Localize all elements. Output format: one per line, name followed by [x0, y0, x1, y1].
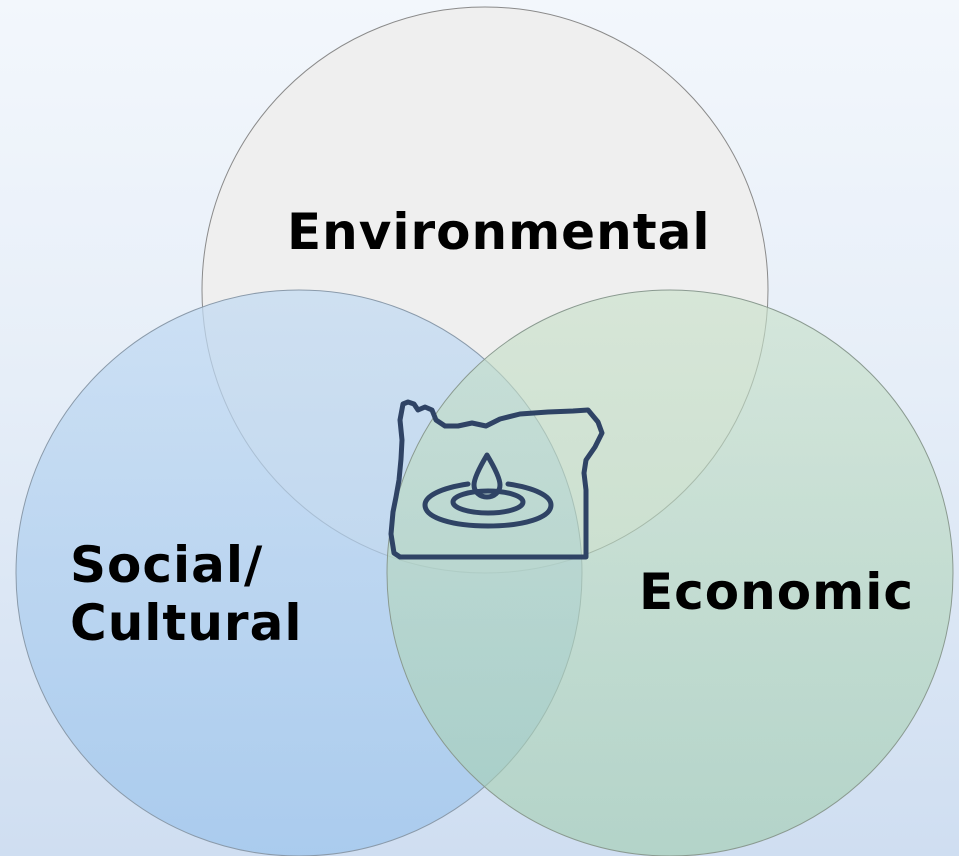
label-economic: Economic	[639, 563, 914, 621]
label-social-line2: Cultural	[70, 594, 303, 652]
oregon-water-drop-icon	[388, 399, 605, 560]
circle-economic	[386, 289, 954, 856]
label-environmental: Environmental	[287, 203, 711, 261]
label-social-cultural: Social/ Cultural	[70, 536, 302, 652]
label-social-line1: Social/	[70, 536, 264, 594]
